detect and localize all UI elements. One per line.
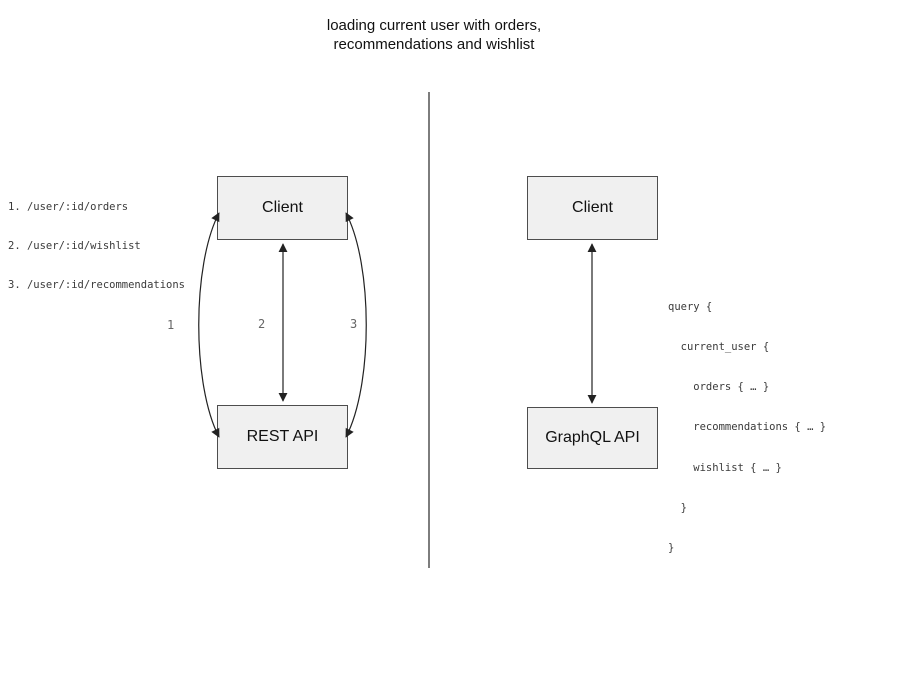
title-line-2: recommendations and wishlist xyxy=(333,36,535,53)
title-line-1: loading current user with orders, xyxy=(326,17,542,34)
endpoint-wishlist: 2. /user/:id/wishlist xyxy=(8,240,141,252)
query-line-1: query { xyxy=(668,300,713,313)
graphql-api-box: GraphQL API xyxy=(527,407,658,469)
query-line-4: recommendations { … } xyxy=(668,421,827,434)
diagram-title: loading current user with orders, recomm… xyxy=(274,16,594,54)
query-line-7: } xyxy=(668,542,675,555)
divider-line xyxy=(428,92,430,568)
rest-client-box: Client xyxy=(217,176,348,240)
graphql-client-label: Client xyxy=(572,199,613,216)
arrow-label-1: 1 xyxy=(167,318,175,332)
query-line-3: orders { … } xyxy=(668,381,770,394)
graphql-client-box: Client xyxy=(527,176,658,240)
rest-endpoint-list: 1. /user/:id/orders 2. /user/:id/wishlis… xyxy=(8,175,185,318)
graphql-query-code: query { current_user { orders { … } reco… xyxy=(668,274,826,582)
query-line-2: current_user { xyxy=(668,341,770,354)
arrow-label-3: 3 xyxy=(350,317,358,331)
rest-api-label: REST API xyxy=(246,428,319,445)
graphql-api-label: GraphQL API xyxy=(545,429,640,446)
query-line-6: } xyxy=(668,501,687,514)
arrow-orders-curve xyxy=(198,212,220,438)
endpoint-recommendations: 3. /user/:id/recommendations xyxy=(8,279,186,291)
rest-client-label: Client xyxy=(262,199,303,216)
arrow-label-2: 2 xyxy=(258,317,266,331)
query-line-5: wishlist { … } xyxy=(668,461,782,474)
endpoint-orders: 1. /user/:id/orders xyxy=(8,201,129,213)
arrow-recommendations-curve xyxy=(345,212,367,438)
